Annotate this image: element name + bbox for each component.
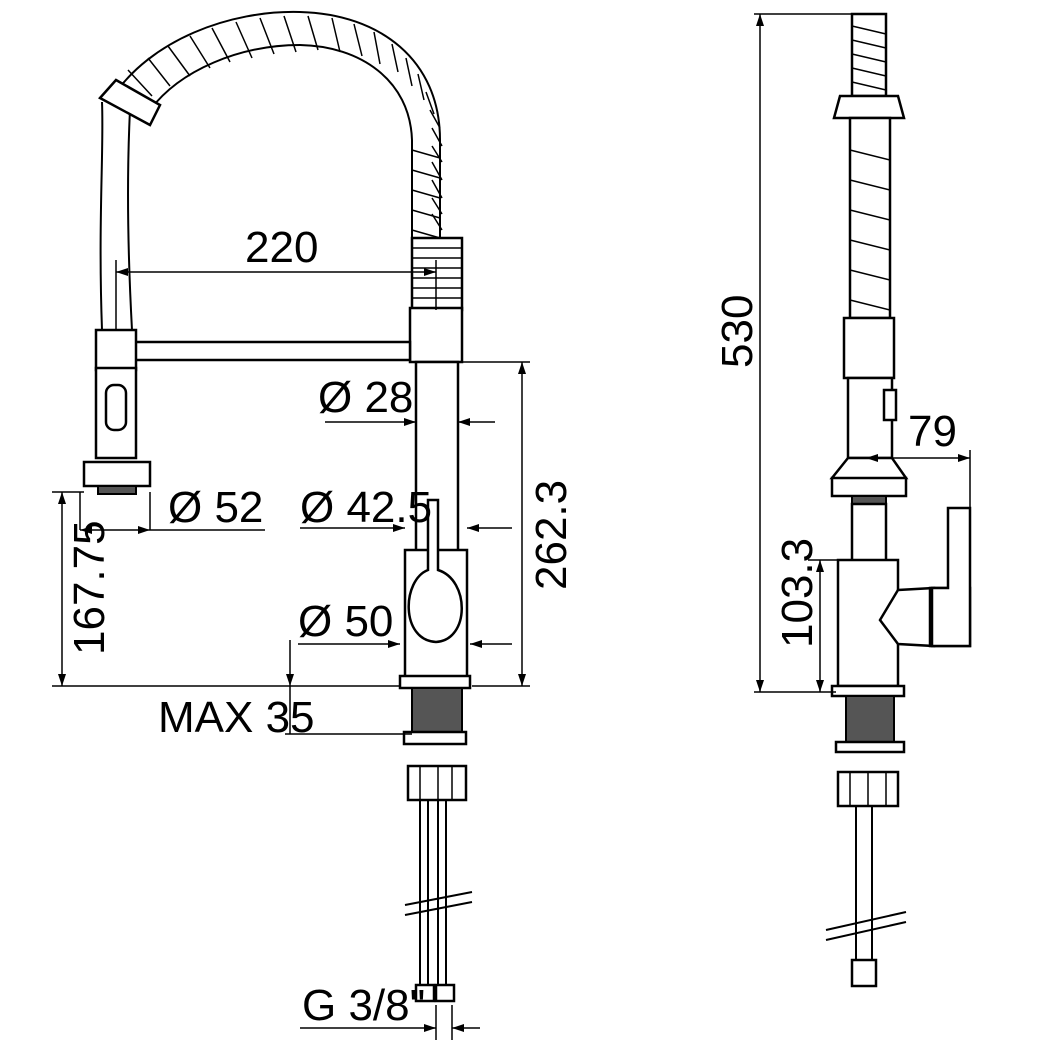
side-supply-hoses	[825, 806, 907, 988]
side-handle	[836, 506, 972, 688]
dim-body-height: 262.3	[527, 480, 576, 590]
side-button	[882, 388, 898, 422]
front-base-ring	[398, 674, 472, 690]
side-main-tube	[850, 502, 888, 566]
side-base-ring	[830, 684, 906, 698]
side-dimensions	[754, 13, 971, 693]
side-view: 530 79 103.3	[713, 12, 972, 988]
dim-max-counter-thickness: MAX 35	[158, 693, 315, 742]
front-spring-tight	[410, 236, 464, 312]
front-spout-collar	[408, 306, 464, 364]
dim-handle-body-diameter: Ø 42.5	[300, 483, 432, 532]
front-handle-body	[403, 498, 469, 682]
front-spring-coil	[111, 10, 443, 240]
dim-connection-thread: G 3/8"	[302, 981, 425, 1030]
dim-head-height: 167.75	[65, 520, 114, 655]
dim-handle-projection: 79	[908, 407, 957, 456]
front-shank	[411, 687, 463, 735]
front-hose-nozzle	[98, 78, 162, 127]
front-view: 220 Ø 28 Ø 52 Ø 42.5 Ø 50 262.3 167.75 M…	[52, 10, 576, 1040]
side-shank	[845, 695, 895, 743]
dim-head-diameter: Ø 52	[168, 483, 263, 532]
front-dimensions	[52, 260, 530, 1040]
front-supply-hoses	[404, 800, 473, 1003]
side-spray-head	[829, 456, 909, 498]
dim-spout-diameter: Ø 28	[318, 373, 413, 422]
side-spring-coil	[832, 12, 906, 320]
dim-spout-reach: 220	[245, 223, 318, 272]
front-spout-arm	[132, 340, 412, 362]
dim-handle-height: 103.3	[773, 538, 822, 648]
dim-total-height: 530	[713, 295, 762, 368]
dim-base-diameter: Ø 50	[298, 597, 393, 646]
front-fixing-nut	[402, 730, 468, 802]
front-spray-head	[82, 328, 152, 495]
side-nut-plate	[834, 740, 906, 754]
side-spout-collar	[842, 316, 896, 380]
